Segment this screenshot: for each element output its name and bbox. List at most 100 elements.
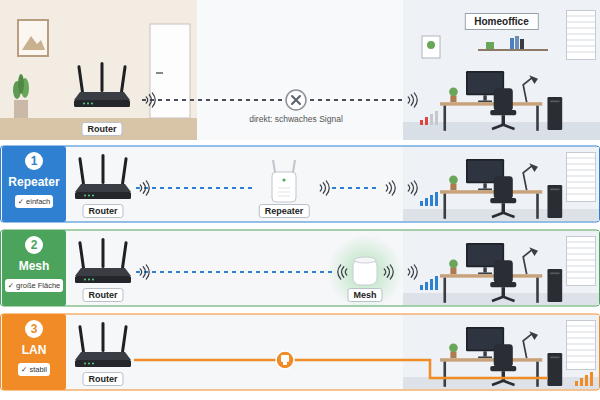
device-box: Router (70, 234, 136, 304)
signal-bar (425, 282, 428, 290)
signal-bar (435, 276, 438, 290)
device-label: Router (82, 122, 123, 136)
option-number: 2 (25, 236, 43, 254)
signal-bar (425, 198, 428, 206)
window (567, 11, 596, 60)
signal-bar (435, 111, 438, 125)
lan-plug (283, 362, 287, 365)
door (150, 24, 190, 118)
device-label: Router (83, 288, 124, 302)
device-label: Mesh (347, 288, 382, 302)
picture-plant (427, 41, 435, 49)
signal-waves (146, 93, 155, 107)
plant-pot (14, 100, 28, 118)
signal-waves (408, 265, 417, 279)
signal-bar (430, 195, 433, 206)
signal-bar (435, 192, 438, 206)
device-box: Router (62, 50, 142, 138)
window (567, 321, 596, 370)
room-floor (403, 293, 599, 305)
picture-motif (22, 36, 45, 50)
signal-waves (408, 93, 417, 107)
signal-bar (430, 279, 433, 290)
signal-bar (420, 285, 423, 290)
router-icon (75, 238, 131, 283)
device-label: Router (83, 372, 124, 386)
plant-leaf (18, 74, 24, 94)
signal-bar (580, 378, 583, 386)
room-wall (403, 147, 599, 221)
device-box: Repeater (252, 152, 316, 220)
room-wall (403, 231, 599, 305)
signal-waves (140, 265, 149, 279)
room-box: Homeoffice (403, 0, 600, 140)
signal-waves (140, 181, 149, 195)
shelf-plant (486, 42, 494, 49)
wall-picture (18, 20, 48, 56)
option-band (1, 146, 600, 222)
router-icon (74, 62, 130, 107)
option-title: Mesh (19, 259, 50, 273)
option-number: 1 (25, 152, 43, 170)
signal-waves (384, 265, 393, 279)
window (567, 153, 596, 202)
door-handle (156, 72, 163, 74)
device-box: Router (70, 318, 136, 388)
signal-waves (338, 265, 347, 279)
device-label: Router (83, 204, 124, 218)
overlay-symbols (140, 90, 417, 285)
room-label: Homeoffice (464, 13, 538, 30)
signal-bar (420, 120, 423, 125)
device-label: Repeater (259, 204, 310, 218)
blocked-icon (286, 90, 306, 110)
room-floor (403, 209, 599, 221)
signal-waves (320, 181, 329, 195)
option-band (1, 230, 600, 306)
desk-scene (440, 71, 562, 131)
repeater-device (272, 172, 296, 202)
repeater-antenna (293, 160, 295, 172)
repeater-grille (278, 188, 290, 196)
signal-waves (386, 181, 395, 195)
signal-waves (408, 181, 417, 195)
blocked-cross (292, 96, 300, 104)
signal-link (136, 271, 332, 273)
signal-line (332, 187, 380, 189)
gap-area (197, 0, 403, 140)
room-wall (403, 0, 600, 140)
mesh-glow (327, 234, 403, 310)
wall-picture (422, 36, 440, 58)
option-badge: ✓ einfach (15, 195, 54, 208)
signal-bar (590, 372, 593, 386)
shelf (478, 49, 548, 51)
mesh-device-top (354, 257, 376, 263)
device-box: Mesh (332, 236, 398, 304)
signal-bar (425, 117, 428, 125)
option-badge: ✓ große Fläche (5, 279, 64, 292)
option-band (1, 314, 600, 390)
option-title: Repeater (8, 175, 59, 189)
signal-bar (420, 201, 423, 206)
book (515, 36, 519, 49)
router-icon (75, 322, 131, 367)
signal-bar (430, 114, 433, 125)
lan-icon (276, 351, 294, 369)
lan-cable (134, 360, 548, 378)
lan-plug (281, 355, 289, 362)
room-wall (0, 0, 197, 140)
window (567, 237, 596, 286)
option-badge: ✓ stabil (18, 363, 50, 376)
router-icon (75, 154, 131, 199)
repeater-led (282, 178, 285, 181)
option-panel: 3LAN✓ stabil (2, 314, 66, 390)
signal-bar (575, 381, 578, 386)
book (510, 38, 514, 49)
option-panel: 2Mesh ✓ große Fläche (2, 230, 66, 306)
book (520, 39, 524, 49)
option-number: 3 (25, 320, 43, 338)
desk-scene (440, 159, 562, 219)
desk-scene (440, 243, 562, 303)
